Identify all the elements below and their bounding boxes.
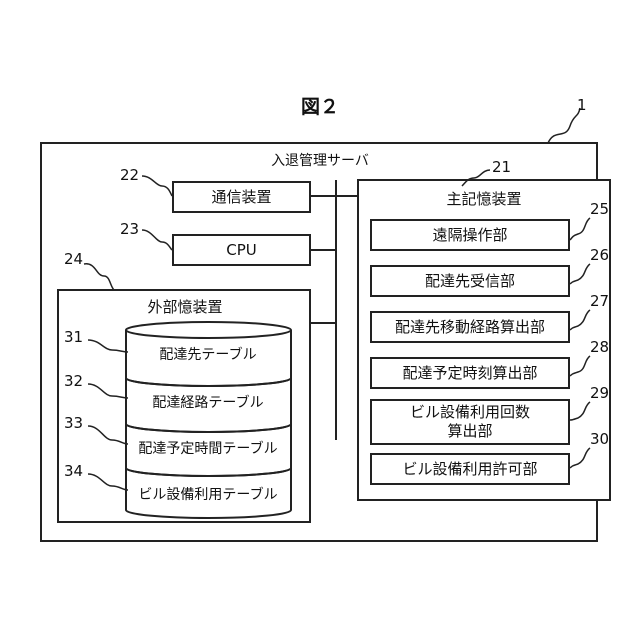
ref-31: 31 [64,328,83,346]
ref-32: 32 [64,372,83,390]
unit-eta-calculator: 配達予定時刻算出部 [370,357,570,389]
comm-device-label: 通信装置 [211,188,271,206]
ref-30: 30 [590,430,609,448]
ref-25: 25 [590,200,609,218]
unit-label: ビル設備利用許可部 [402,460,537,478]
comm-device: 通信装置 [172,181,311,213]
ref-1: 1 [577,96,587,114]
unit-route-calculator: 配達先移動経路算出部 [370,311,570,343]
table-delivery-route: 配達経路テーブル [128,392,288,412]
unit-label: 遠隔操作部 [432,226,507,244]
ref-29: 29 [590,384,609,402]
unit-label: 配達先移動経路算出部 [395,318,545,336]
leader-24 [84,264,114,290]
ref-26: 26 [590,246,609,264]
unit-label: 配達先受信部 [425,272,515,290]
unit-label-line2: 算出部 [447,422,492,441]
ref-27: 27 [590,292,609,310]
cpu-box: CPU [172,234,311,266]
ref-21: 21 [492,158,511,176]
ref-24: 24 [64,250,83,268]
ref-22: 22 [120,166,139,184]
ref-34: 34 [64,462,83,480]
table-building-usage: ビル設備利用テーブル [128,484,288,504]
table-delivery-dest: 配達先テーブル [128,344,288,364]
ref-28: 28 [590,338,609,356]
leader-1 [548,108,580,143]
unit-usage-count-calculator: ビル設備利用回数 算出部 [370,399,570,445]
leader-23 [142,230,172,250]
table-delivery-schedule: 配達予定時間テーブル [128,438,288,458]
leader-22 [142,176,172,196]
unit-usage-permission: ビル設備利用許可部 [370,453,570,485]
unit-label: 配達予定時刻算出部 [402,364,537,382]
unit-destination-receiver: 配達先受信部 [370,265,570,297]
cpu-label: CPU [226,241,257,259]
external-storage-label: 外部憶装置 [110,296,260,317]
main-memory-label: 主記憶装置 [414,188,554,209]
unit-label-line1: ビル設備利用回数 [410,403,530,422]
server-label: 入退管理サーバ [250,150,390,170]
ref-33: 33 [64,414,83,432]
unit-remote-operation: 遠隔操作部 [370,219,570,251]
ref-23: 23 [120,220,139,238]
